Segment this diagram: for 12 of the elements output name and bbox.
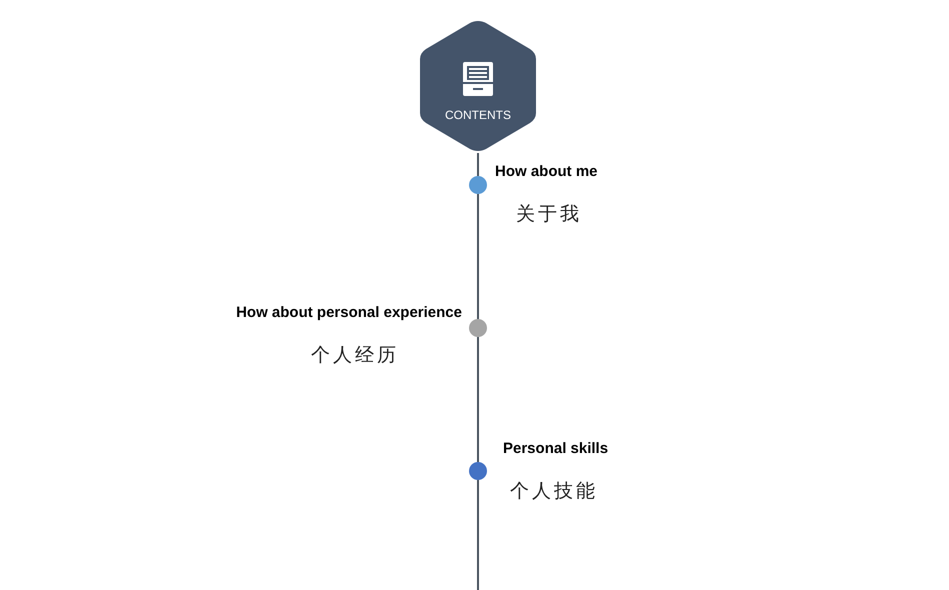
timeline-line <box>477 337 479 462</box>
item-heading: How about personal experience <box>235 303 462 323</box>
timeline-line <box>477 153 479 176</box>
timeline-line <box>477 480 479 590</box>
item-subtitle: 个人技能 <box>510 479 599 504</box>
item-subtitle: 个人经历 <box>311 343 400 368</box>
hexagon-badge <box>418 19 538 153</box>
item-heading: How about me <box>495 162 599 182</box>
badge-title: CONTENTS <box>445 107 511 124</box>
timeline-line <box>477 194 479 319</box>
item-heading: Personal skills <box>503 439 610 459</box>
item-subtitle: 关于我 <box>516 202 583 227</box>
